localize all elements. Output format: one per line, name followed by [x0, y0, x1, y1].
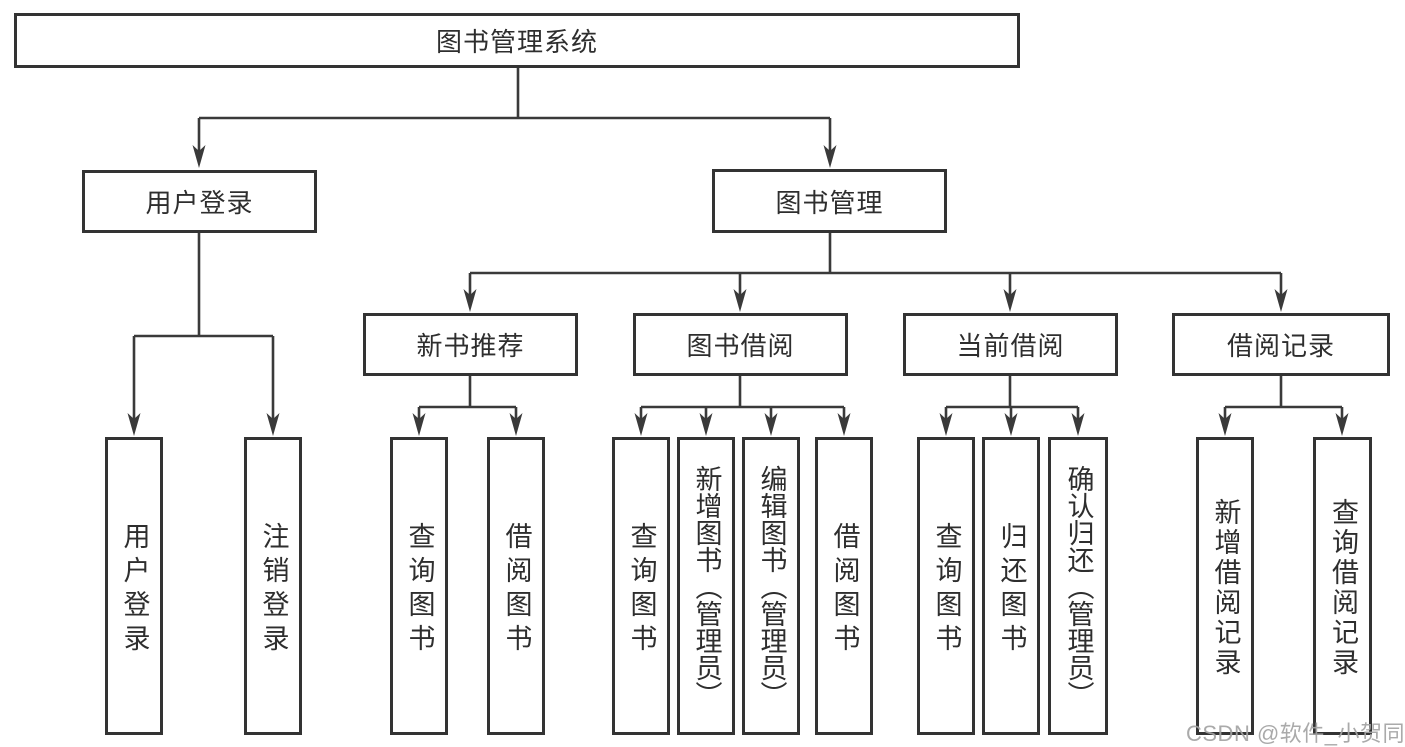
node-book-borrow: 图书借阅 — [633, 313, 848, 376]
node-user-login: 用户登录 — [82, 170, 317, 233]
leaf-add-borrow-record: 新增借阅记录 — [1196, 437, 1254, 735]
leaf-edit-books-admin: 编辑图书（管理员） — [742, 437, 800, 735]
leaf-confirm-return-admin-label: 确认归还（管理员） — [1063, 464, 1094, 708]
leaf-user-login: 用户登录 — [105, 437, 163, 735]
leaf-newbooks-borrow-books-label: 借阅图书 — [501, 521, 532, 658]
leaf-borrow-books: 借阅图书 — [815, 437, 873, 735]
node-book-management: 图书管理 — [712, 169, 947, 233]
leaf-edit-books-admin-label: 编辑图书（管理员） — [756, 464, 787, 708]
node-current-borrow-label: 当前借阅 — [956, 331, 1065, 361]
leaf-query-borrow-record-label: 查询借阅记录 — [1328, 497, 1358, 678]
node-root: 图书管理系统 — [14, 13, 1020, 68]
leaf-confirm-return-admin: 确认归还（管理员） — [1048, 437, 1108, 735]
leaf-return-books: 归还图书 — [982, 437, 1040, 735]
leaf-return-books-label: 归还图书 — [996, 521, 1027, 658]
node-user-login-label: 用户登录 — [145, 188, 254, 218]
node-current-borrow: 当前借阅 — [903, 313, 1118, 376]
csdn-watermark: CSDN @软件_小贺同学 — [1186, 721, 1405, 746]
leaf-borrow-query-books: 查询图书 — [612, 437, 670, 735]
node-new-book-recommend: 新书推荐 — [363, 313, 578, 376]
leaf-logout-label: 注销登录 — [258, 521, 289, 658]
node-borrow-records: 借阅记录 — [1172, 313, 1390, 376]
leaf-add-borrow-record-label: 新增借阅记录 — [1210, 497, 1241, 678]
node-root-label: 图书管理系统 — [435, 27, 598, 57]
leaf-add-books-admin-label: 新增图书（管理员） — [691, 464, 722, 708]
node-book-management-label: 图书管理 — [775, 187, 884, 218]
leaf-current-query-books: 查询图书 — [917, 437, 975, 735]
leaf-current-query-books-label: 查询图书 — [931, 521, 962, 658]
leaf-user-login-label: 用户登录 — [119, 521, 150, 658]
leaf-query-borrow-record: 查询借阅记录 — [1313, 437, 1372, 735]
leaf-add-books-admin: 新增图书（管理员） — [677, 437, 735, 735]
leaf-newbooks-query-books: 查询图书 — [390, 437, 448, 735]
arrowheads — [127, 145, 1349, 436]
node-new-book-recommend-label: 新书推荐 — [416, 331, 525, 361]
leaf-newbooks-query-books-label: 查询图书 — [404, 521, 435, 658]
leaf-logout: 注销登录 — [244, 437, 302, 735]
node-book-borrow-label: 图书借阅 — [686, 331, 795, 361]
leaf-newbooks-borrow-books: 借阅图书 — [487, 437, 545, 735]
node-borrow-records-label: 借阅记录 — [1226, 331, 1335, 361]
leaf-borrow-books-label: 借阅图书 — [829, 521, 860, 658]
leaf-borrow-query-books-label: 查询图书 — [626, 521, 657, 658]
